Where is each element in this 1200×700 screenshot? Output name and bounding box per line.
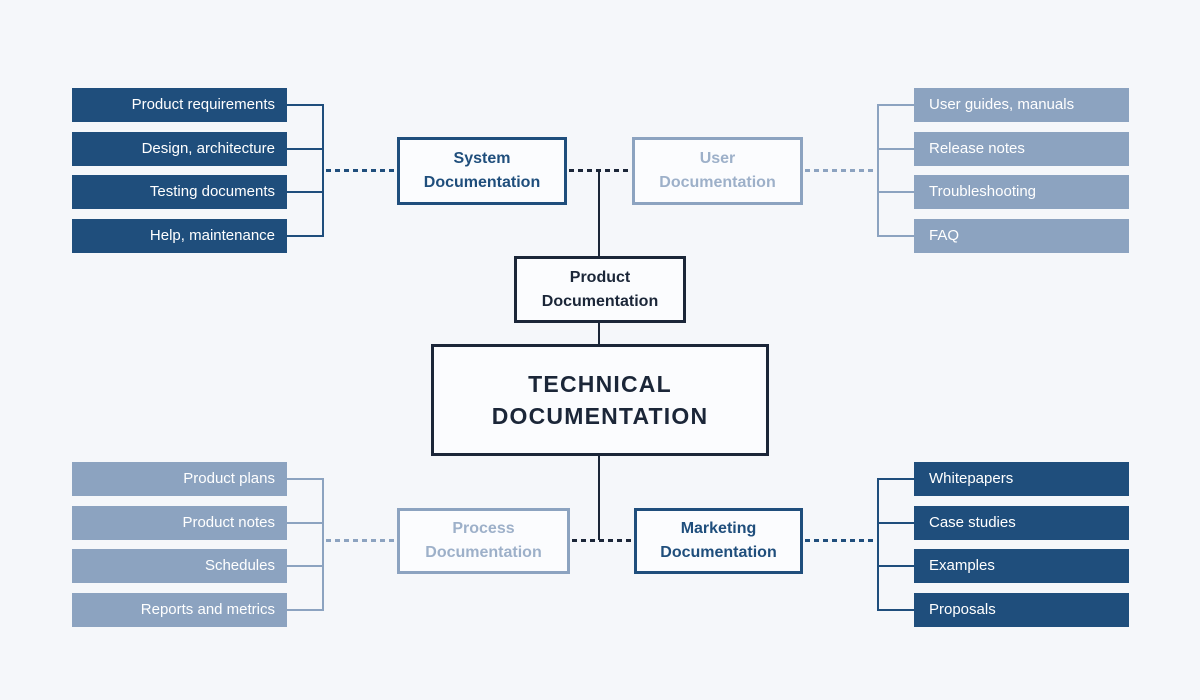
connector-stub [879,104,914,106]
leaf-troubleshooting: Troubleshooting [914,175,1129,209]
leaf-product-notes: Product notes [72,506,287,540]
connector-stub [879,148,914,150]
connector-spine [598,323,600,344]
leaf-release-notes: Release notes [914,132,1129,166]
connector-dotted [805,539,877,542]
node-system-documentation: System Documentation [397,137,567,205]
connector-bracket [322,104,324,237]
leaf-whitepapers: Whitepapers [914,462,1129,496]
connector-dotted [326,169,397,172]
connector-stub [287,522,322,524]
leaf-product-requirements: Product requirements [72,88,287,122]
node-product-documentation: Product Documentation [514,256,686,323]
connector-bracket [877,104,879,237]
leaf-schedules: Schedules [72,549,287,583]
connector-dotted [326,539,397,542]
leaf-product-plans: Product plans [72,462,287,496]
connector-stub [287,565,322,567]
connector-dotted [572,539,634,542]
node-marketing-documentation: Marketing Documentation [634,508,803,574]
connector-spine [598,171,600,256]
node-process-documentation: Process Documentation [397,508,570,574]
leaf-testing-documents: Testing documents [72,175,287,209]
connector-stub [879,609,914,611]
leaf-user-guides-manuals: User guides, manuals [914,88,1129,122]
leaf-reports-and-metrics: Reports and metrics [72,593,287,627]
connector-stub [287,235,322,237]
connector-dotted [569,169,632,172]
node-technical-documentation: TECHNICAL DOCUMENTATION [431,344,769,456]
leaf-design-architecture: Design, architecture [72,132,287,166]
connector-stub [879,235,914,237]
leaf-examples: Examples [914,549,1129,583]
connector-stub [879,565,914,567]
connector-stub [287,148,322,150]
leaf-proposals: Proposals [914,593,1129,627]
connector-stub [287,104,322,106]
connector-stub [287,609,322,611]
node-user-documentation: User Documentation [632,137,803,205]
connector-stub [879,191,914,193]
connector-dotted [805,169,877,172]
connector-stub [287,478,322,480]
connector-stub [879,478,914,480]
leaf-case-studies: Case studies [914,506,1129,540]
leaf-help-maintenance: Help, maintenance [72,219,287,253]
connector-spine [598,456,600,540]
connector-stub [287,191,322,193]
connector-bracket [322,478,324,611]
connector-stub [879,522,914,524]
leaf-faq: FAQ [914,219,1129,253]
connector-bracket [877,478,879,611]
